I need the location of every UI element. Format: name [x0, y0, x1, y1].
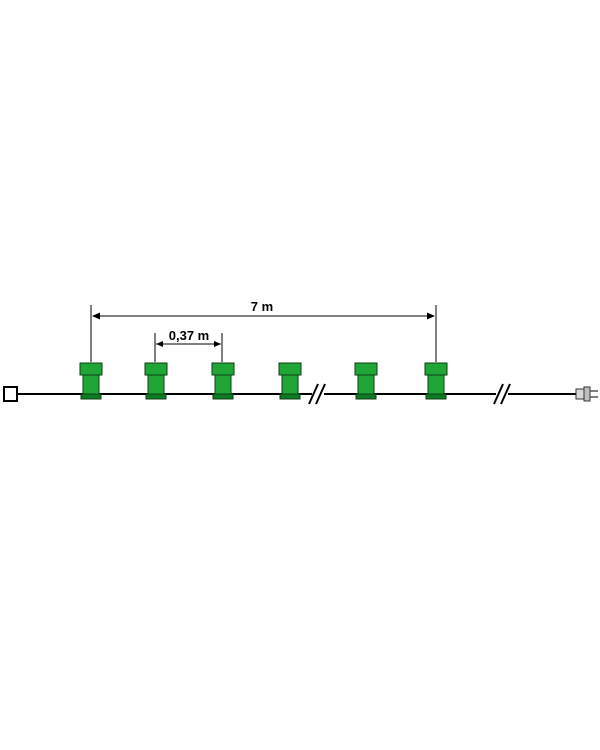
- socket-2: [144, 362, 168, 400]
- arrow-left-icon: [156, 341, 163, 347]
- socket-group: [79, 362, 448, 400]
- power-plug: [575, 386, 598, 402]
- socket-6: [424, 362, 448, 400]
- arrow-right-icon: [427, 312, 435, 320]
- arrow-right-icon: [214, 341, 221, 347]
- arrow-left-icon: [92, 312, 100, 320]
- spacing-label: 0,37 m: [169, 328, 209, 343]
- socket-5: [354, 362, 378, 400]
- dimension-total: 7 m: [90, 299, 437, 362]
- dimension-spacing: 0,37 m: [154, 328, 223, 362]
- socket-4: [278, 362, 302, 400]
- cable-break-2: [493, 383, 511, 405]
- cable-break-1: [308, 383, 326, 405]
- total-length-label: 7 m: [251, 299, 273, 314]
- socket-1: [79, 362, 103, 400]
- socket-3: [211, 362, 235, 400]
- end-cap: [3, 386, 18, 402]
